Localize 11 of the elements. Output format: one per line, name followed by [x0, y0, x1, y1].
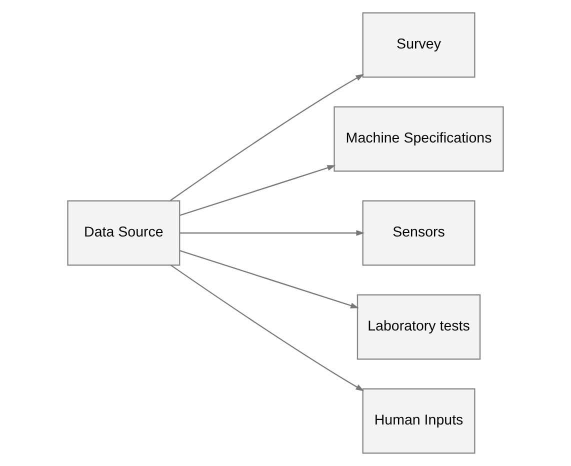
arrow	[180, 165, 336, 216]
node-box: Machine Specifications	[334, 106, 504, 172]
arrow	[180, 250, 359, 308]
node-box: Survey	[362, 12, 476, 78]
arrow	[180, 230, 365, 236]
arrow	[170, 264, 364, 392]
arrow	[170, 74, 364, 202]
node-box: Laboratory tests	[356, 294, 481, 360]
node-box: Data Source	[67, 200, 180, 266]
node-box: Sensors	[362, 200, 476, 266]
node-box: Human Inputs	[362, 388, 476, 454]
